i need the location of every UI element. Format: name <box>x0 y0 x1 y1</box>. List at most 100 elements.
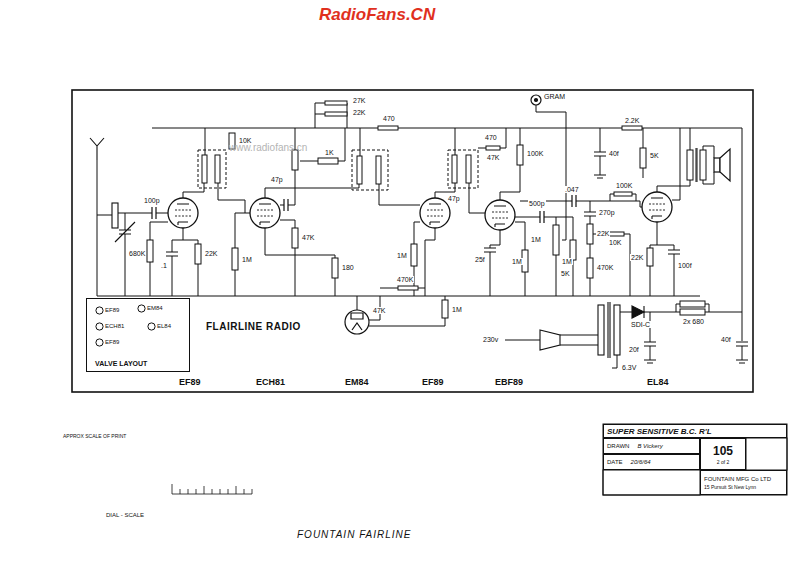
title-text: 2 of 2 <box>717 459 730 465</box>
valve-type: EF89 <box>421 378 445 387</box>
diagram-name: FLAIRLINE RADIO <box>205 322 302 332</box>
frame <box>72 90 753 392</box>
component-value: 40f <box>720 336 732 343</box>
watermark: RadioFans.CN <box>318 6 436 23</box>
valve-circle <box>95 338 104 347</box>
component-value: 47K <box>301 234 315 241</box>
loudspeaker-symbol <box>714 149 730 181</box>
scale-note: APPROX SCALE OF PRINT <box>62 434 127 439</box>
resistor-symbol <box>640 148 646 168</box>
valve-type: ECH81 <box>255 378 286 387</box>
valve-name: ECH81 <box>105 323 124 329</box>
resistor-symbol <box>332 258 338 278</box>
component-value: 10K <box>238 137 252 144</box>
ground-symbol <box>594 175 748 363</box>
component-value: 5K <box>560 270 571 277</box>
resistor-symbol <box>147 101 705 318</box>
mains-voltage: 230v <box>482 336 499 343</box>
frame <box>72 90 753 392</box>
title-text: SUPER SENSITIVE B.C. R'L <box>607 427 712 436</box>
if-transformer <box>198 150 226 188</box>
if-transformer <box>215 155 220 183</box>
resistor-symbol <box>292 228 298 248</box>
if-transformer <box>202 155 207 183</box>
dial-scale <box>172 484 252 494</box>
component-value: 22K <box>596 230 610 237</box>
valve-type: EL84 <box>646 378 670 387</box>
power-supply <box>614 305 620 355</box>
if-transformer <box>376 156 381 184</box>
title-block-grid <box>746 438 787 470</box>
resistor-symbol <box>378 126 398 130</box>
valve-symbol <box>168 192 672 230</box>
component-value: 100K <box>526 150 544 157</box>
dial-scale <box>172 484 252 494</box>
component-value: 22K <box>352 109 366 116</box>
valve-name: EF89 <box>105 339 119 345</box>
component-value: 180 <box>341 264 355 271</box>
rectifier-label: SDI-C <box>630 321 651 328</box>
component-value: 25f <box>474 256 486 263</box>
component-value: 47K <box>486 154 500 161</box>
if-transformer <box>448 150 478 188</box>
component-value: 680K <box>128 250 146 257</box>
valve-type: EBF89 <box>494 378 524 387</box>
valve-position: EF89 <box>95 338 124 347</box>
valve-circle <box>95 306 104 315</box>
component-value: 20f <box>628 346 640 353</box>
component-value: .1 <box>160 262 168 269</box>
gram-socket <box>535 99 538 102</box>
loudspeaker-symbol <box>720 149 730 181</box>
resistor-symbol <box>517 145 523 165</box>
title-cell: DATE20/6/64 <box>603 454 700 470</box>
valve-circle <box>96 307 103 314</box>
valve-layout-box: VALVE LAYOUTEF89EM84ECH81EL84EF89 <box>86 298 190 372</box>
resistor-symbol <box>680 309 705 315</box>
component-value: 470 <box>484 134 498 141</box>
resistor-symbol <box>195 244 201 264</box>
power-supply <box>643 306 644 318</box>
output-transformer <box>687 150 693 180</box>
title-text: 105 <box>713 444 733 458</box>
resistor-symbol <box>442 300 448 318</box>
resistor-symbol <box>587 224 593 244</box>
resistor-symbol <box>398 286 418 290</box>
valve-name: EF89 <box>105 307 119 313</box>
ground-symbol <box>594 175 748 363</box>
resistor-symbol <box>522 250 528 272</box>
resistor-symbol <box>553 225 559 255</box>
capacitor-symbol <box>152 152 748 346</box>
valve-type: EF89 <box>178 378 202 387</box>
resistor-symbol <box>587 258 593 278</box>
component-value: 100K <box>615 182 633 189</box>
valve-circle <box>95 322 104 331</box>
if-transformer <box>357 156 362 184</box>
valve-circle <box>138 305 145 312</box>
component-value: 1M <box>451 306 463 313</box>
resistor-symbol <box>570 240 576 260</box>
antenna-symbol <box>115 222 135 242</box>
gram-socket <box>531 95 541 105</box>
if-transformer <box>292 150 298 170</box>
gram-socket <box>531 95 541 105</box>
title-cell: SUPER SENSITIVE B.C. R'L <box>603 424 787 438</box>
component-value: 1M <box>530 236 542 243</box>
component-value: 470K <box>596 264 614 271</box>
socket-label: GRAM <box>543 93 566 100</box>
component-value: 47p <box>270 176 284 183</box>
valve-circle <box>147 322 156 331</box>
output-transformer <box>696 148 697 182</box>
watermark: www.radiofans.cn <box>228 143 308 153</box>
power-supply <box>540 302 644 358</box>
heater-voltage: 6.3V <box>621 364 637 371</box>
valve-type: EM84 <box>344 378 370 387</box>
title-block-grid <box>603 424 787 495</box>
component-value: 1M <box>561 258 573 265</box>
power-supply <box>598 305 604 355</box>
resistor-symbol <box>614 192 632 196</box>
title-block-grid <box>603 470 700 495</box>
valve-position: ECH81 <box>95 322 129 331</box>
component-value: 1M <box>241 256 253 263</box>
resistor-symbol <box>622 126 642 130</box>
antenna-symbol <box>90 138 135 242</box>
